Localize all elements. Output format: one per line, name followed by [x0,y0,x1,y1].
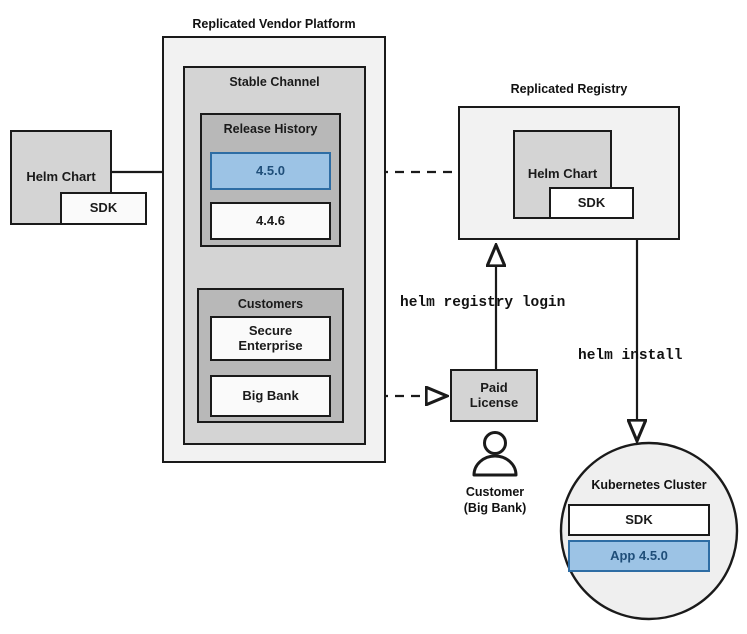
paid-license-line1: Paid [480,379,508,395]
customer-name-line1: Secure [248,322,293,338]
customers-title: Customers [237,297,304,311]
paid-license-box: Paid License [450,369,538,422]
release-version-label: 4.5.0 [256,162,285,178]
person-icon [472,431,518,477]
cluster-component-label: App 4.5.0 [610,547,668,563]
release-history-title: Release History [223,122,318,136]
release-item-4-5-0[interactable]: 4.5.0 [210,152,331,190]
paid-license-line2: License [469,394,519,410]
registry-sdk-box: SDK [549,187,634,219]
registry-sdk-label: SDK [577,194,606,210]
customer-name-line2: Enterprise [238,337,303,353]
kubernetes-cluster-title: Kubernetes Cluster [591,478,707,492]
cluster-component-app: App 4.5.0 [568,540,710,572]
customer-item-big-bank[interactable]: Big Bank [210,375,331,417]
customer-item-secure-enterprise[interactable]: Secure Enterprise [210,316,331,361]
source-helm-chart-sdk-box: SDK [60,192,147,225]
registry-helm-chart-label: Helm Chart [527,166,598,182]
customer-actor-label: Customer (Big Bank) [435,485,555,516]
helm-install-label: helm install [578,348,683,364]
customer-actor-line2: (Big Bank) [463,500,527,515]
source-helm-chart-sdk-label: SDK [89,200,118,216]
customer-name-line1: Big Bank [242,387,299,403]
registry-title: Replicated Registry [510,82,628,96]
cluster-component-label: SDK [625,511,653,527]
helm-registry-login-label: helm registry login [400,295,566,311]
release-version-label: 4.4.6 [256,212,285,228]
cluster-component-sdk: SDK [568,504,710,536]
customer-actor-line1: Customer [465,485,525,499]
stable-channel-title: Stable Channel [229,75,320,89]
release-item-4-4-6[interactable]: 4.4.6 [210,202,331,240]
source-helm-chart-label: Helm Chart [26,169,96,185]
vendor-platform-title: Replicated Vendor Platform [192,17,356,31]
